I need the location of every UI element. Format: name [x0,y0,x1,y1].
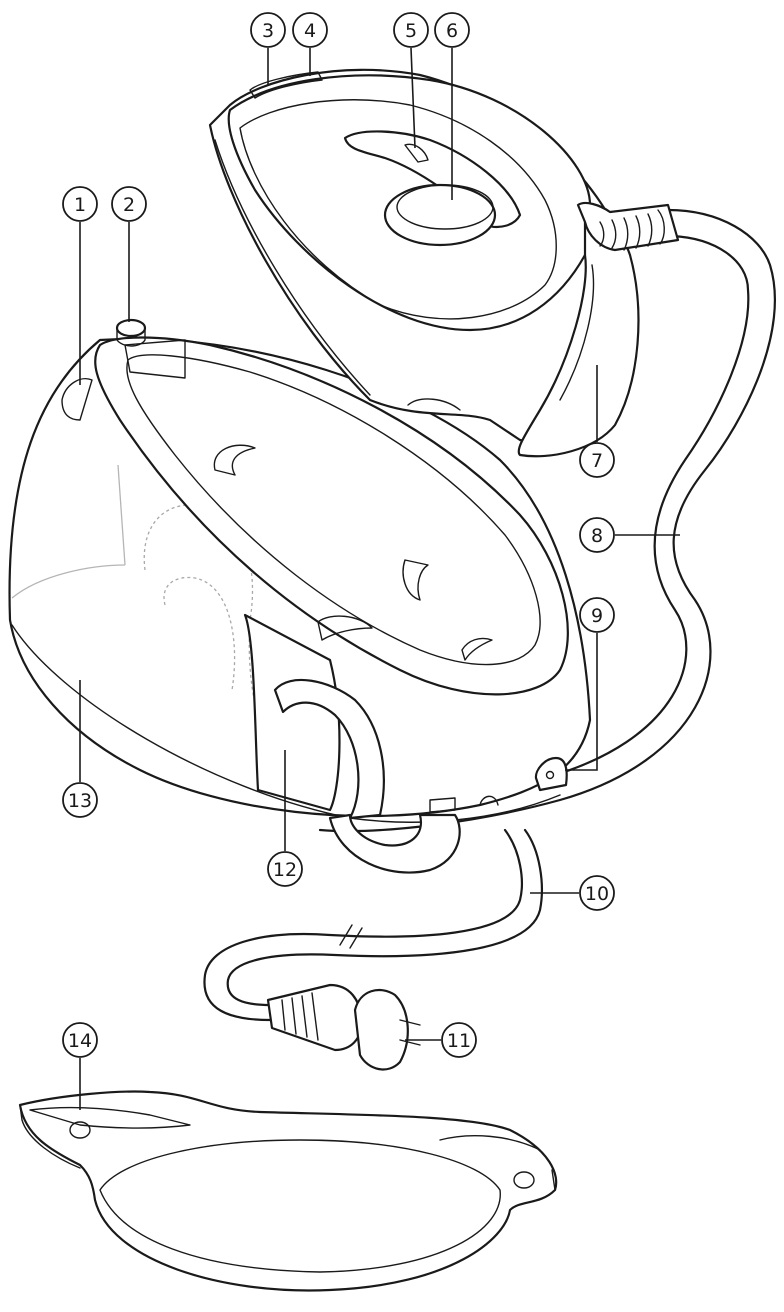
callout-number: 9 [591,605,603,627]
callout-11: 11 [441,1022,477,1058]
callout-number: 4 [304,20,316,42]
callout-circle [393,12,429,48]
callout-number: 7 [591,450,603,472]
base-station [8,318,592,874]
callout-circle [111,186,147,222]
callout-13: 13 [62,782,98,818]
callout-9: 9 [579,597,615,633]
callout-14: 14 [62,1022,98,1058]
callout-circle [267,851,303,887]
callout-3: 3 [250,12,286,48]
callout-number: 2 [123,194,135,216]
callout-circle [292,12,328,48]
callout-circle [579,597,615,633]
steam-iron [208,68,680,458]
callout-number: 12 [273,859,297,881]
callout-7: 7 [579,442,615,478]
callout-8: 8 [579,517,615,553]
callout-number: 10 [585,883,609,905]
callout-circle [250,12,286,48]
callout-circle [441,1022,477,1058]
callout-circle [62,782,98,818]
callout-5: 5 [393,12,429,48]
callout-number: 13 [68,790,92,812]
callout-circle [579,875,615,911]
leader-lines [79,47,680,1110]
callout-number: 5 [405,20,417,42]
callout-number: 1 [74,194,86,216]
callout-12: 12 [267,851,303,887]
callout-number: 11 [447,1030,471,1052]
callout-number: 14 [68,1030,92,1052]
callout-circle [579,517,615,553]
callout-number: 8 [591,525,603,547]
drip-tray [18,1090,558,1292]
plug [266,983,421,1071]
callout-number: 3 [262,20,274,42]
callout-circle [579,442,615,478]
callout-6: 6 [434,12,470,48]
callout-circle [62,186,98,222]
callout-10: 10 [579,875,615,911]
callout-circle [434,12,470,48]
callout-2: 2 [111,186,147,222]
callout-number: 6 [446,20,458,42]
callout-circle [62,1022,98,1058]
callout-1: 1 [62,186,98,222]
mains-cord [203,828,543,1022]
callout-4: 4 [292,12,328,48]
